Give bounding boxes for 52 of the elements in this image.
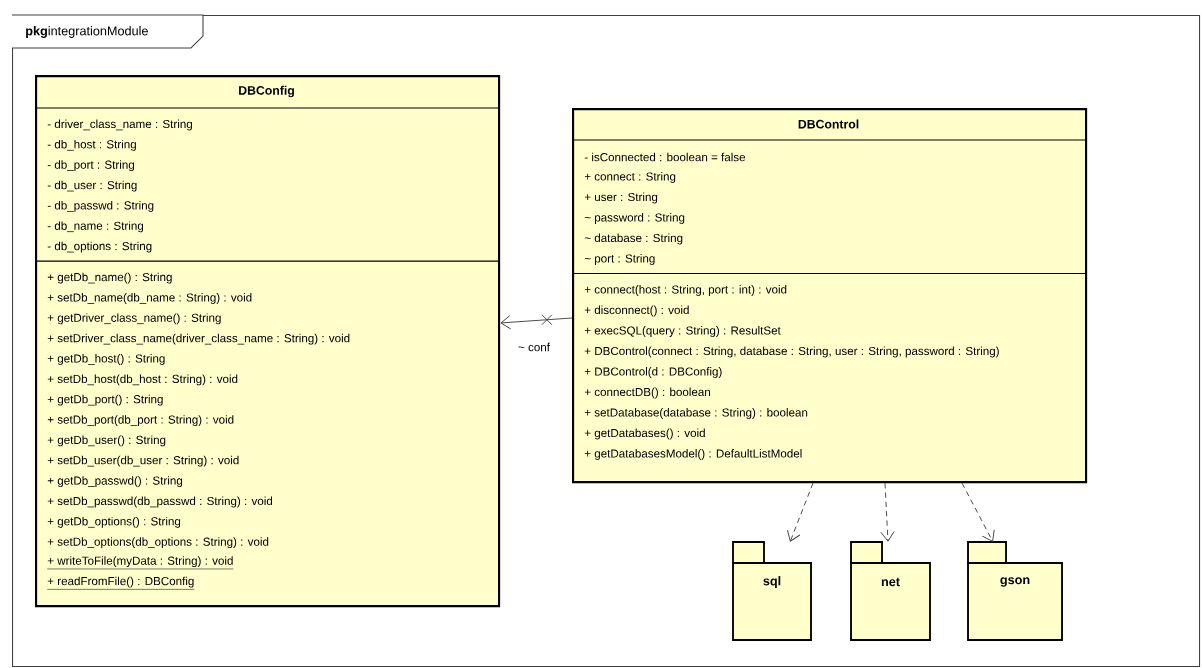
method-text: + connect(host : String, port : int) : void xyxy=(584,285,787,296)
attribute-text: - db_user : String xyxy=(47,180,137,192)
method-text: + disconnect() : void xyxy=(584,305,689,317)
method-text: + execSQL(query : String) : ResultSet xyxy=(584,326,781,337)
package-frame xyxy=(11,14,1201,668)
attribute-text: + user : String xyxy=(584,192,658,204)
package-box: net xyxy=(850,541,931,641)
method-text: + getDatabasesModel() : DefaultListModel xyxy=(584,449,802,460)
method-text: + setDatabase(database : String) : boolean xyxy=(584,408,808,419)
attribute-text: - driver_class_name : String xyxy=(47,119,192,131)
attribute-text: + connect : String xyxy=(584,172,676,183)
attribute-text: - db_options : String xyxy=(47,241,152,253)
arrow xyxy=(787,482,814,542)
edge-label: ~ conf xyxy=(518,342,550,352)
class-name: DBConfig xyxy=(239,85,294,98)
method-text: + setDb_passwd(db_passwd : String) : void xyxy=(47,496,273,508)
class-name: DBControl xyxy=(798,119,859,129)
method-text: + setDriver_class_name(driver_class_name : String) : void xyxy=(47,333,350,345)
arrow xyxy=(961,482,995,542)
method-text: + getDatabases() : void xyxy=(584,428,705,440)
attribute-text: ~ port : String xyxy=(584,254,655,265)
attribute-text: - db_host : String xyxy=(47,139,136,151)
package-box: sql xyxy=(732,541,812,641)
attribute-text: - isConnected : boolean = false xyxy=(584,152,746,162)
method-text: + setDb_port(db_port : String) : void xyxy=(47,415,234,426)
method-text: + DBControl(d : DBConfig) xyxy=(584,367,722,378)
method-text: + getDb_port() : String xyxy=(47,394,163,406)
method-text: + writeToFile(myData : String) : void xyxy=(47,556,234,570)
method-text: + getDb_host() : String xyxy=(47,354,165,365)
method-text: + DBControl(connect : String, database : String, user : String, password : String) xyxy=(584,346,999,358)
method-text: + getDb_options() : String xyxy=(47,516,181,528)
attribute-text: - db_passwd : String xyxy=(47,201,154,212)
method-text: + getDb_user() : String xyxy=(47,435,166,447)
frame-title: pkgintegrationModule xyxy=(26,26,148,38)
attribute-text: - db_name : String xyxy=(47,221,143,233)
method-text: + setDb_name(db_name : String) : void xyxy=(47,293,252,304)
arrow xyxy=(880,482,895,542)
attribute-text: ~ password : String xyxy=(584,213,685,224)
method-text: + getDb_passwd() : String xyxy=(47,476,182,487)
attribute-text: - db_port : String xyxy=(47,160,134,172)
class-box xyxy=(34,75,501,608)
arrow xyxy=(500,314,573,330)
package-box: gson xyxy=(967,541,1063,641)
method-text: + readFromFile() : DBConfig xyxy=(47,576,195,590)
class-box xyxy=(571,108,1088,484)
method-text: + setDb_user(db_user : String) : void xyxy=(47,455,239,467)
method-text: + setDb_host(db_host : String) : void xyxy=(47,374,238,386)
method-text: + getDriver_class_name() : String xyxy=(47,313,221,325)
method-text: + connectDB() : boolean xyxy=(584,387,710,399)
attribute-text: ~ database : String xyxy=(584,233,683,245)
method-text: + getDb_name() : String xyxy=(47,272,172,284)
method-text: + setDb_options(db_options : String) : void xyxy=(47,537,269,549)
